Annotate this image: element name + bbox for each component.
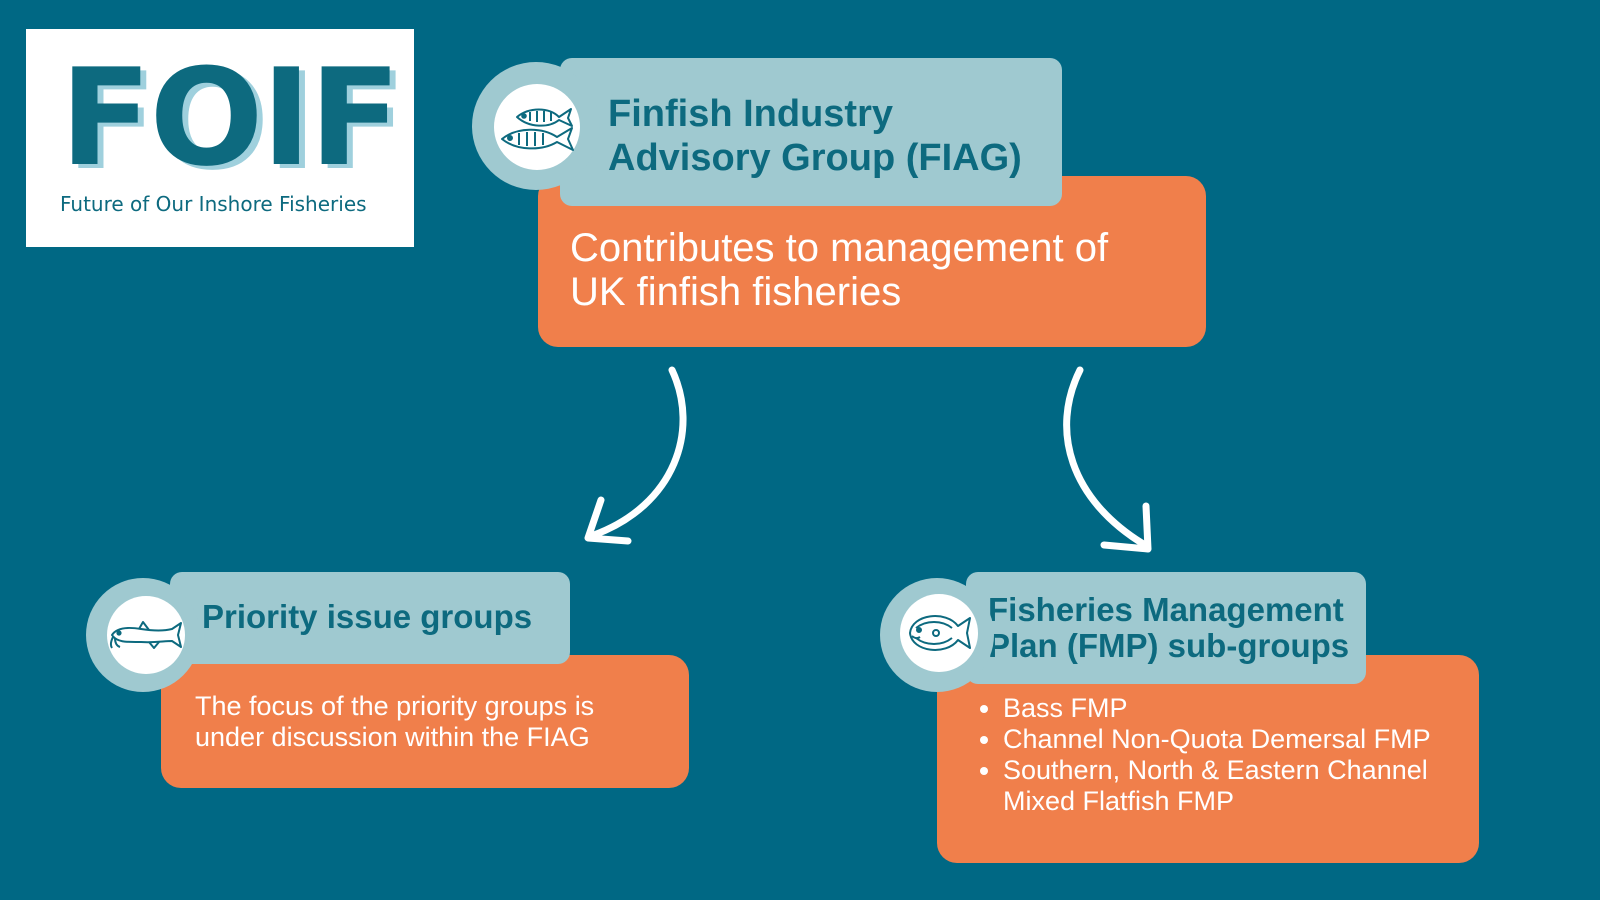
arrow-to-fmp-subgroups — [1063, 366, 1149, 549]
priority-title-panel: Priority issue groups — [170, 572, 570, 664]
catfish-icon — [107, 596, 185, 674]
priority-description-line-1: The focus of the priority groups is — [195, 691, 595, 721]
fmp-title-panel: Fisheries Management Plan (FMP) sub-grou… — [966, 572, 1366, 684]
fiag-description-line-1: Contributes to management of — [570, 226, 1109, 270]
priority-description-line-2: under discussion within the FIAG — [195, 722, 590, 752]
fmp-list-item-bass: Bass FMP — [1003, 693, 1443, 724]
fiag-title-line-1: Finfish Industry — [608, 93, 893, 135]
fiag-icon-badge — [472, 62, 600, 190]
fmp-title-line-2: Plan (FMP) sub-groups — [988, 627, 1350, 664]
flatfish-icon — [900, 594, 978, 672]
logo-acronym: FOIF — [60, 40, 401, 196]
fiag-description-line-2: UK finfish fisheries — [570, 270, 902, 314]
fmp-title: Fisheries Management Plan (FMP) sub-grou… — [988, 592, 1349, 664]
fmp-list-item-mixed-flatfish: Southern, North & Eastern Channel Mixed … — [1003, 755, 1443, 817]
fmp-title-line-1: Fisheries Management — [988, 591, 1344, 628]
arrow-to-priority-groups — [590, 366, 687, 539]
logo-subtitle: Future of Our Inshore Fisheries — [60, 192, 367, 216]
two-fish-icon — [494, 84, 580, 170]
fiag-title: Finfish Industry Advisory Group (FIAG) — [608, 92, 1022, 180]
priority-description-panel: The focus of the priority groups is unde… — [161, 655, 689, 788]
foif-logo: FOIF Future of Our Inshore Fisheries — [26, 29, 414, 247]
fiag-title-line-2: Advisory Group (FIAG) — [608, 137, 1022, 179]
arrow-head-fmp — [1100, 502, 1152, 553]
fmp-description-panel: Bass FMP Channel Non-Quota Demersal FMP … — [937, 655, 1479, 863]
fiag-title-panel: Finfish Industry Advisory Group (FIAG) — [560, 58, 1062, 206]
fmp-icon-badge — [880, 578, 994, 692]
priority-title: Priority issue groups — [202, 598, 533, 635]
fmp-list-item-channel-demersal: Channel Non-Quota Demersal FMP — [1003, 724, 1443, 755]
priority-description: The focus of the priority groups is unde… — [195, 691, 594, 753]
fmp-list: Bass FMP Channel Non-Quota Demersal FMP … — [967, 693, 1443, 817]
priority-icon-badge — [86, 578, 200, 692]
fiag-description: Contributes to management of UK finfish … — [570, 226, 1108, 314]
arrow-head-priority — [584, 496, 632, 545]
